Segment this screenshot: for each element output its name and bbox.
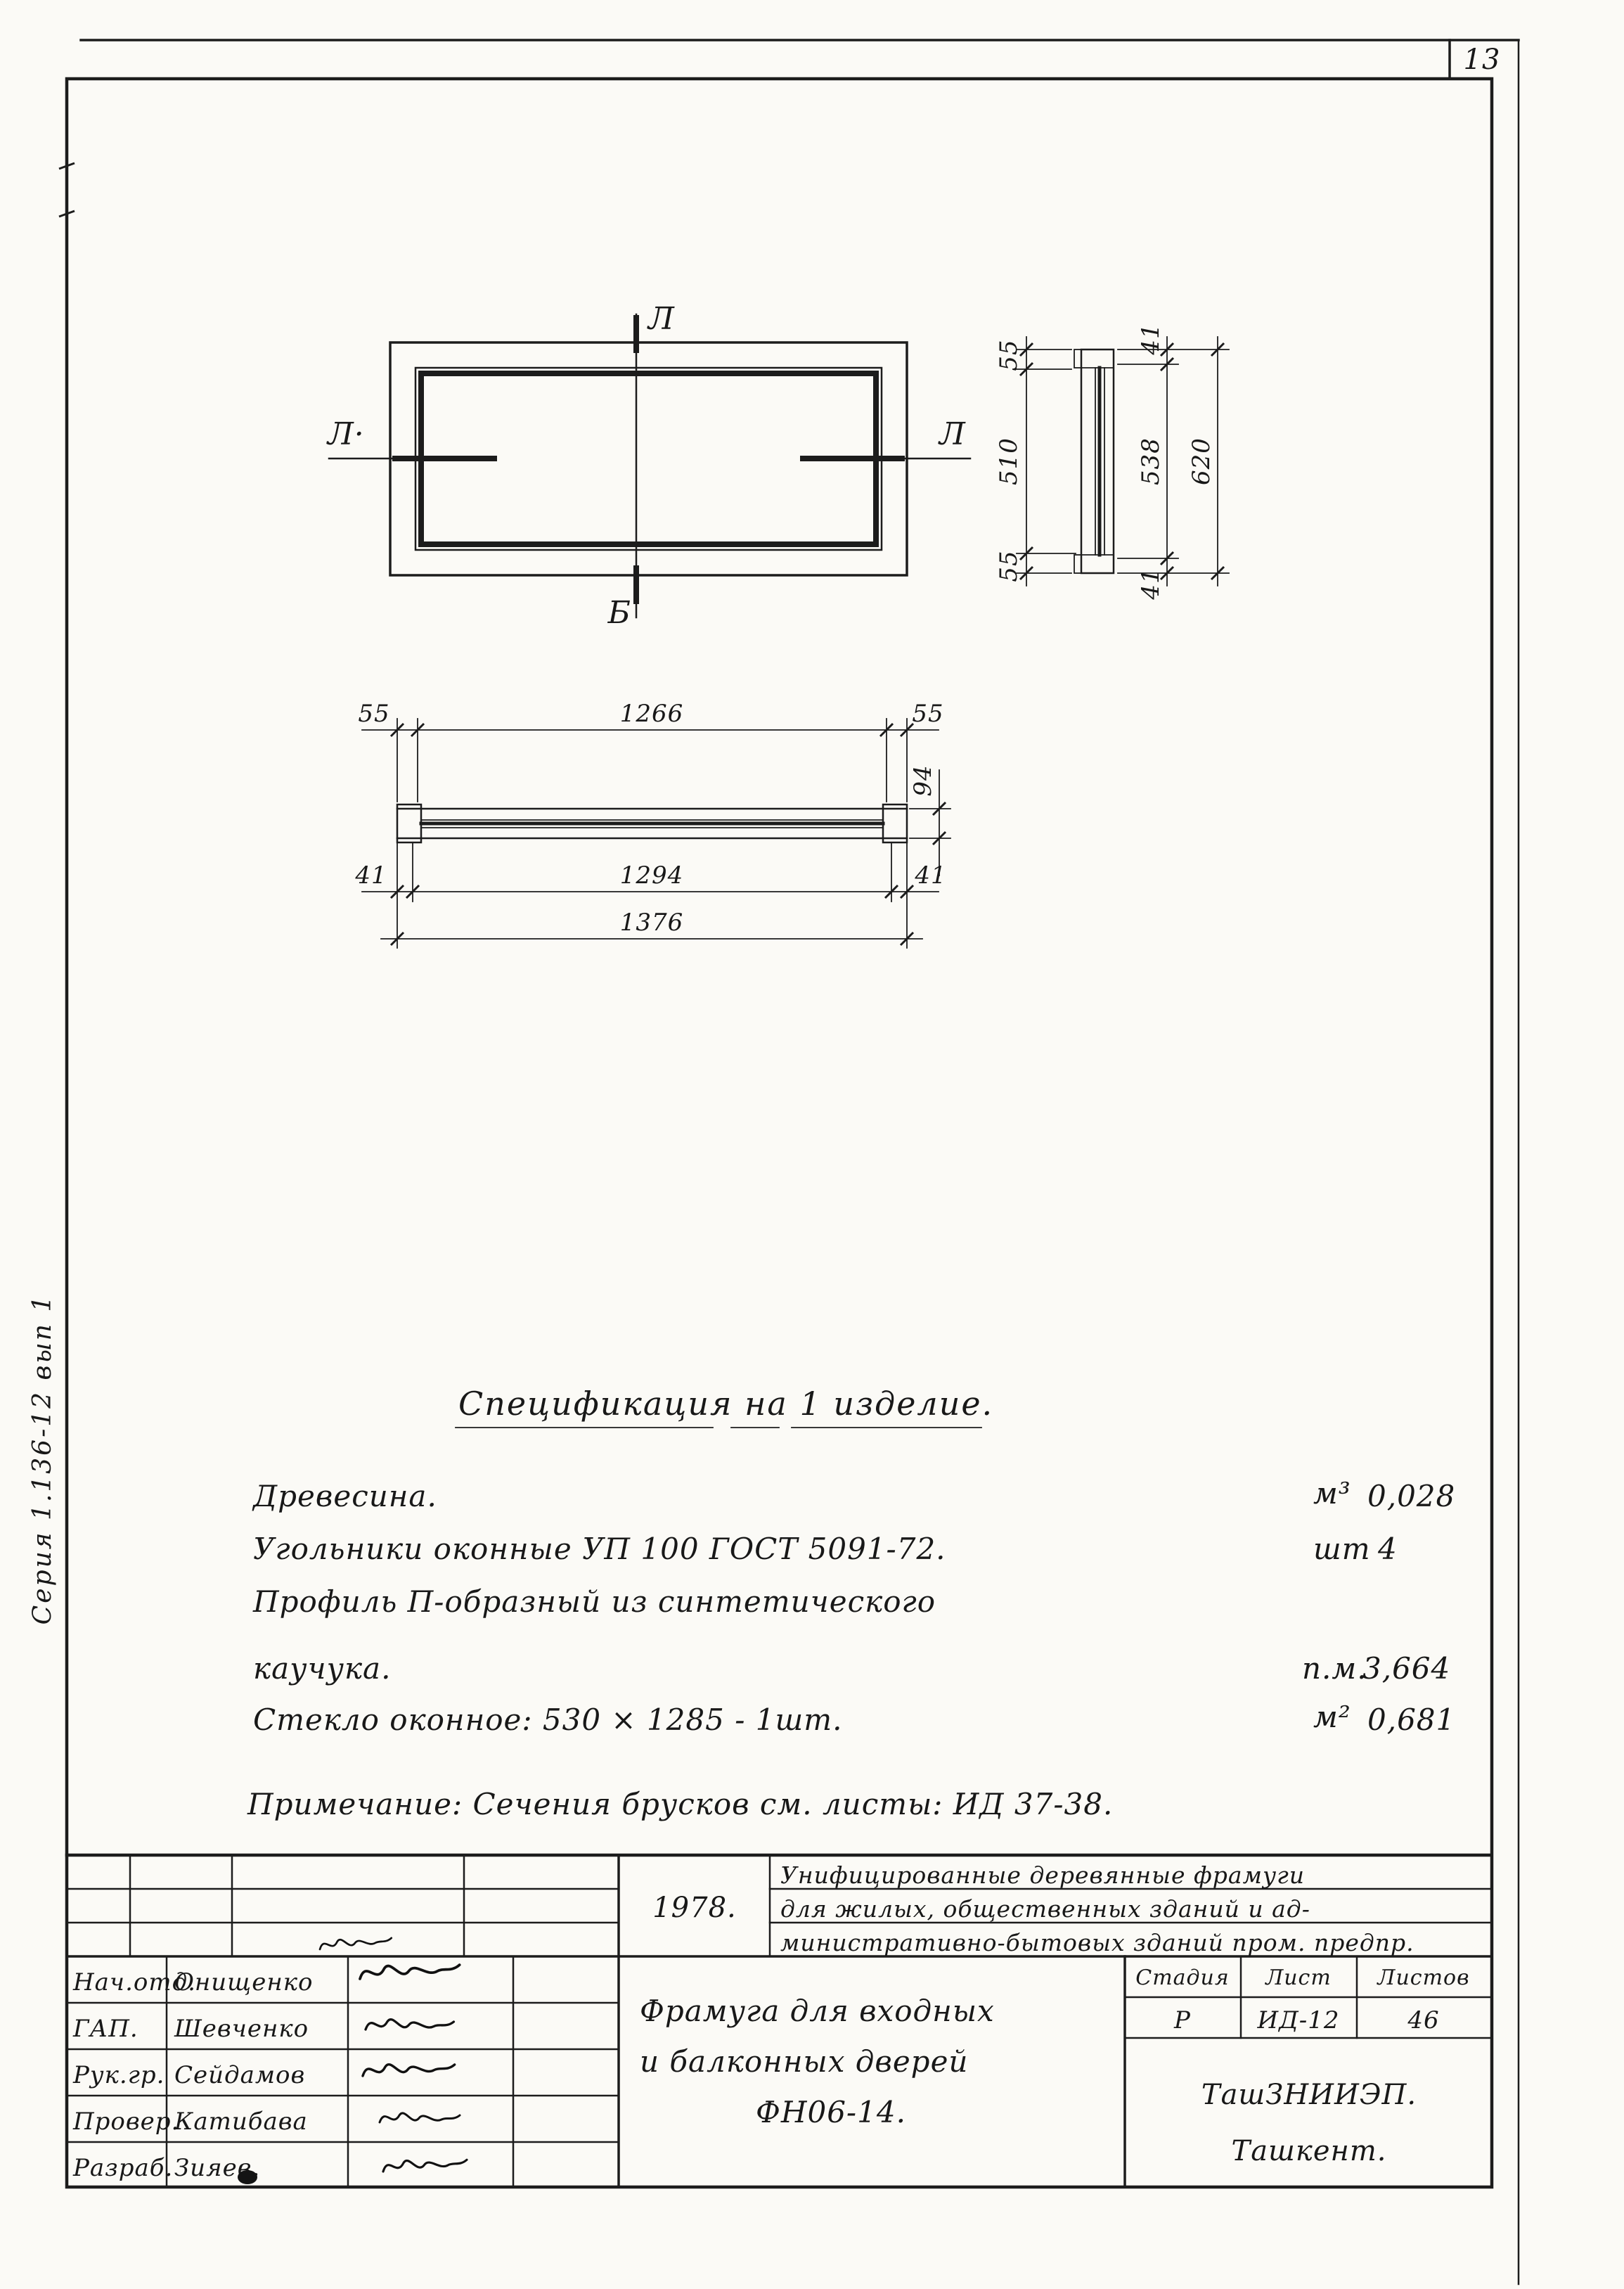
personnel-name-2: Шевченко bbox=[174, 2015, 309, 2043]
dim-mid-center: 1294 bbox=[620, 861, 684, 890]
dim-left-top: 55 bbox=[995, 339, 1023, 371]
project-title-line1: Унифицированные деревянные фрамуги bbox=[780, 1861, 1305, 1889]
title-block-lines bbox=[65, 1853, 1493, 2188]
title-block: 1978. Унифицированные деревянные фрамуги… bbox=[65, 1853, 1493, 2188]
spec-note: Примечание: Сечения брусков см. листы: И… bbox=[247, 1787, 1113, 1821]
year-label: 1978. bbox=[652, 1892, 737, 1924]
dim-left-bottom: 55 bbox=[995, 550, 1023, 582]
dim-profile-height: 94 bbox=[909, 764, 937, 796]
horizontal-extension-lines bbox=[397, 718, 951, 949]
spec-row-3-unit: п.м. bbox=[1302, 1651, 1367, 1686]
dim-overall-width: 1376 bbox=[620, 909, 684, 937]
spec-row-3-name: Профиль П-образный из синтетического bbox=[252, 1584, 936, 1619]
drawing-title-line2: и балконных дверей bbox=[640, 2044, 968, 2079]
personnel-role-5: Разраб. bbox=[72, 2154, 173, 2182]
dim-right-mid: 538 bbox=[1137, 437, 1165, 485]
personnel-role-3: Рук.гр. bbox=[72, 2061, 165, 2089]
dim-mid-left: 41 bbox=[354, 861, 387, 890]
vertical-dim-lines bbox=[1019, 336, 1225, 586]
dim-mid-right: 41 bbox=[914, 861, 946, 890]
spec-row-3-value: 3,664 bbox=[1362, 1651, 1450, 1686]
personnel-role-4: Провер. bbox=[72, 2108, 179, 2136]
project-title-line3: министративно-бытовых зданий пром. предп… bbox=[780, 1929, 1414, 1956]
sheets-value: 46 bbox=[1407, 2006, 1439, 2034]
section-mark-left: Л· bbox=[326, 416, 365, 452]
organization-city: Ташкент. bbox=[1232, 2135, 1387, 2167]
spec-row-1-unit: м³ bbox=[1313, 1476, 1351, 1511]
personnel-name-3: Сейдамов bbox=[174, 2061, 305, 2089]
spec-row-1-value: 0,028 bbox=[1367, 1479, 1455, 1513]
page-number: 13 bbox=[1464, 44, 1501, 76]
spec-row-4-value: 0,681 bbox=[1367, 1703, 1455, 1737]
horizontal-dim-lines bbox=[361, 722, 947, 947]
ink-blot bbox=[238, 2170, 257, 2184]
personnel-name-4: Катибава bbox=[174, 2108, 308, 2136]
spec-row-2-value: 4 bbox=[1377, 1532, 1398, 1566]
vertical-section-view: 55 510 55 41 538 41 620 bbox=[995, 323, 1230, 601]
signature-mark bbox=[378, 2112, 461, 2124]
vertical-profile bbox=[1074, 348, 1115, 575]
spec-row-1-name: Древесина. bbox=[252, 1479, 437, 1513]
spec-row-3-name-line2: каучука. bbox=[253, 1651, 391, 1686]
dim-right-top: 41 bbox=[1137, 323, 1165, 355]
page-frame bbox=[58, 39, 1520, 2285]
sheets-header: Листов bbox=[1376, 1966, 1469, 1990]
signature-mark bbox=[382, 2158, 468, 2173]
series-label: Серия 1.136-12 вып 1 bbox=[28, 1294, 57, 1625]
stage-value: Р bbox=[1173, 2006, 1191, 2034]
personnel-role-1: Нач.отд. bbox=[72, 1968, 196, 1996]
signature-mark bbox=[318, 1937, 393, 1951]
spec-title: Спецификация на 1 изделие. bbox=[458, 1385, 993, 1423]
signature-mark bbox=[361, 2063, 456, 2077]
signature-mark bbox=[359, 1963, 461, 1980]
drawing-title-line1: Фрамуга для входных bbox=[640, 1994, 995, 2028]
organization-name: ТашЗНИИЭП. bbox=[1201, 2079, 1417, 2111]
project-title-line2: для жилых, общественных зданий и ад- bbox=[780, 1895, 1310, 1923]
spec-row-4-unit: м² bbox=[1313, 1700, 1351, 1734]
section-mark-top: Л bbox=[647, 301, 675, 337]
sheet-header: Лист bbox=[1264, 1966, 1332, 1990]
stage-header: Стадия bbox=[1135, 1966, 1230, 1990]
plan-centerlines bbox=[328, 313, 972, 619]
dim-right-bottom: 41 bbox=[1137, 568, 1165, 600]
dim-left-mid: 510 bbox=[995, 437, 1023, 485]
personnel-role-2: ГАП. bbox=[72, 2015, 138, 2043]
personnel-name-1: Онищенко bbox=[174, 1968, 314, 1996]
spec-row-2-name: Угольники оконные УП 100 ГОСТ 5091-72. bbox=[253, 1532, 946, 1566]
dim-top-center: 1266 bbox=[620, 700, 684, 728]
drawing-title-line3: ФН06-14. bbox=[756, 2095, 906, 2129]
dim-top-left: 55 bbox=[358, 700, 389, 728]
horizontal-profile bbox=[396, 803, 908, 844]
spec-row-2-unit: шт bbox=[1313, 1532, 1371, 1566]
signature-mark bbox=[364, 2018, 456, 2031]
plan-view: Л Л· Л Б bbox=[326, 301, 972, 631]
horizontal-section-view: 55 1266 55 41 1294 41 1376 94 bbox=[354, 700, 951, 949]
dim-overall-height: 620 bbox=[1187, 437, 1216, 485]
section-mark-bottom: Б bbox=[607, 595, 631, 631]
section-mark-right: Л bbox=[938, 416, 966, 452]
specification: Спецификация на 1 изделие. Древесина. м³… bbox=[247, 1385, 1455, 1821]
dim-top-right: 55 bbox=[912, 700, 943, 728]
sheet-value: ИД-12 bbox=[1256, 2006, 1339, 2034]
spec-row-4-name: Стекло оконное: 530 × 1285 - 1шт. bbox=[253, 1703, 842, 1737]
signatures bbox=[238, 1937, 468, 2184]
